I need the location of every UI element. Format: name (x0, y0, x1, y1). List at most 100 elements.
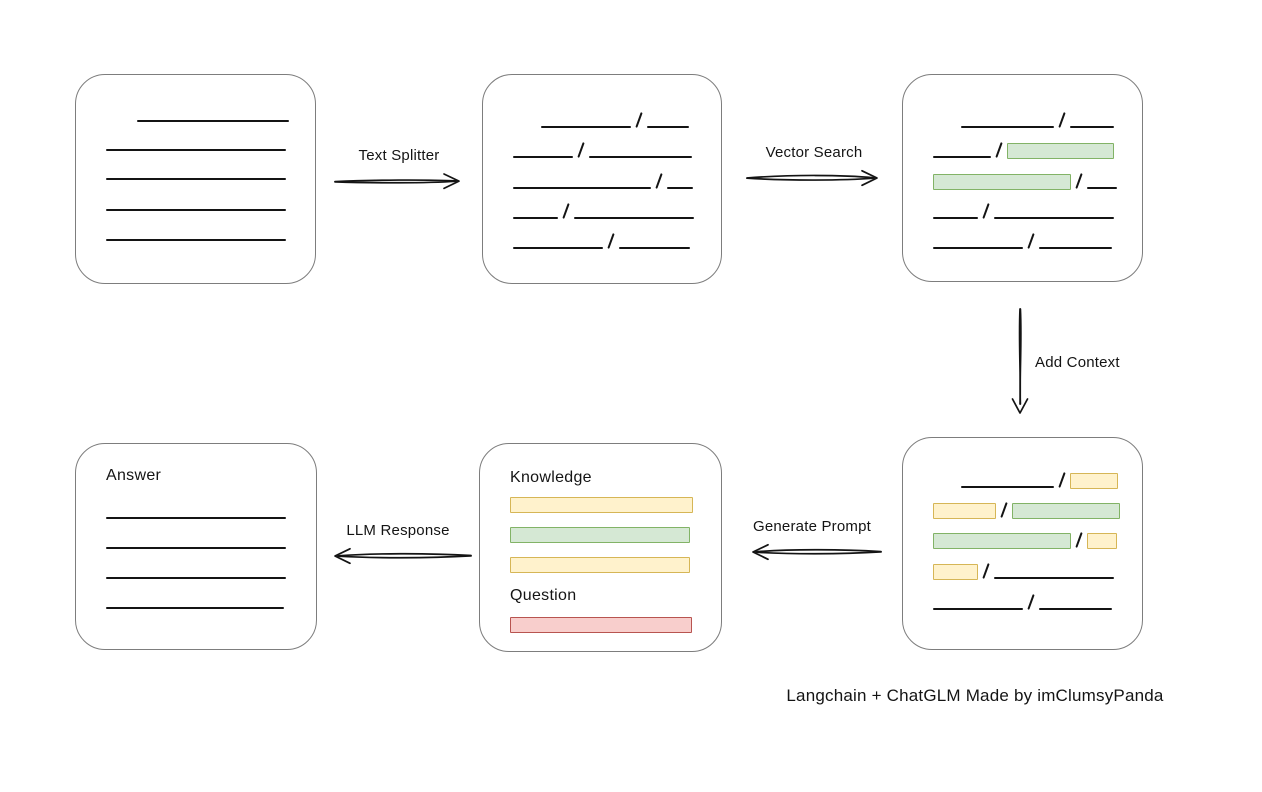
text-line (513, 217, 558, 219)
slash-separator-icon (635, 112, 643, 128)
box-row (106, 133, 286, 151)
box-row (106, 501, 286, 519)
text-line (541, 126, 631, 128)
box-row (513, 140, 693, 158)
add-context-arrow (1011, 308, 1029, 414)
green-chunk-bar (510, 527, 690, 543)
slash-separator-icon (1027, 233, 1035, 249)
box-row (933, 201, 1115, 219)
text-line (513, 187, 651, 189)
text-line (513, 156, 573, 158)
slash-separator-icon (1027, 594, 1035, 610)
slash-separator-icon (982, 203, 990, 219)
add-context-label: Add Context (1035, 354, 1120, 371)
box-row (933, 530, 1118, 549)
yellow-chunk-bar (933, 564, 978, 580)
box-row (513, 231, 691, 249)
box-row (510, 614, 692, 633)
text-line (1039, 247, 1113, 249)
text-line (106, 178, 286, 180)
box-row (510, 524, 690, 543)
split-chunks-box (482, 74, 722, 284)
text-splitter-label: Text Splitter (358, 147, 440, 164)
indent-gap (933, 487, 961, 488)
slash-separator-icon (1000, 502, 1008, 518)
text-line (933, 247, 1023, 249)
box-row (513, 201, 695, 219)
right-arrow-icon (746, 169, 878, 187)
source-document-box (75, 74, 316, 284)
llm-response-label: LLM Response (346, 522, 450, 539)
left-arrow-icon (752, 543, 882, 561)
text-line (137, 120, 289, 122)
slash-separator-icon (1075, 173, 1083, 189)
slash-separator-icon (995, 142, 1003, 158)
box-row (510, 494, 693, 513)
yellow-chunk-bar (510, 557, 690, 573)
text-line (513, 247, 603, 249)
text-line (933, 156, 991, 158)
slash-separator-icon (1058, 472, 1066, 488)
box-row (106, 193, 286, 211)
box-label: Answer (106, 467, 162, 484)
text-line (106, 607, 284, 609)
generate-prompt-label: Generate Prompt (752, 518, 872, 535)
box-row (933, 561, 1115, 580)
box-row (106, 591, 284, 609)
green-chunk-bar (933, 174, 1071, 190)
text-line (1039, 608, 1113, 610)
indent-gap (106, 121, 137, 122)
slash-separator-icon (982, 563, 990, 579)
text-line (994, 577, 1115, 579)
matched-chunks-box (902, 74, 1143, 282)
text-line (1070, 126, 1115, 128)
text-line (589, 156, 693, 158)
box-row (933, 231, 1113, 249)
answer-box: Answer (75, 443, 317, 650)
text-line (619, 247, 691, 249)
vector-search-arrow: Vector Search (744, 144, 884, 190)
box-row (933, 592, 1113, 610)
box-row (513, 110, 690, 128)
indent-gap (933, 127, 961, 128)
box-row (106, 104, 289, 122)
text-line (574, 217, 695, 219)
box-row (106, 531, 286, 549)
context-chunks-box (902, 437, 1143, 650)
llm-response-arrow: LLM Response (322, 522, 474, 568)
box-row (106, 561, 286, 579)
text-splitter-arrow: Text Splitter (332, 147, 466, 193)
box-row (933, 470, 1119, 489)
text-line (106, 517, 286, 519)
text-line (933, 608, 1023, 610)
text-line (647, 126, 690, 128)
generate-prompt-arrow: Generate Prompt (740, 518, 884, 564)
box-row (933, 500, 1121, 519)
green-chunk-bar (1012, 503, 1121, 519)
box-row: Question (510, 587, 576, 605)
text-line (106, 239, 286, 241)
text-line (106, 209, 286, 211)
text-line (1087, 187, 1118, 189)
text-line (106, 547, 286, 549)
slash-separator-icon (562, 203, 570, 219)
text-line (994, 217, 1115, 219)
text-line (961, 126, 1054, 128)
box-row (513, 171, 694, 189)
diagram-caption: Langchain + ChatGLM Made by imClumsyPand… (786, 686, 1164, 705)
red-chunk-bar (510, 617, 692, 633)
text-line (106, 149, 286, 151)
box-row (933, 171, 1118, 190)
text-line (106, 577, 286, 579)
indent-gap (513, 127, 541, 128)
box-row (106, 162, 286, 180)
text-line (933, 217, 978, 219)
yellow-chunk-bar (510, 497, 693, 513)
slash-separator-icon (1058, 112, 1066, 128)
text-line (961, 486, 1054, 488)
slash-separator-icon (1075, 532, 1083, 548)
green-chunk-bar (1007, 143, 1115, 159)
yellow-chunk-bar (1070, 473, 1119, 489)
